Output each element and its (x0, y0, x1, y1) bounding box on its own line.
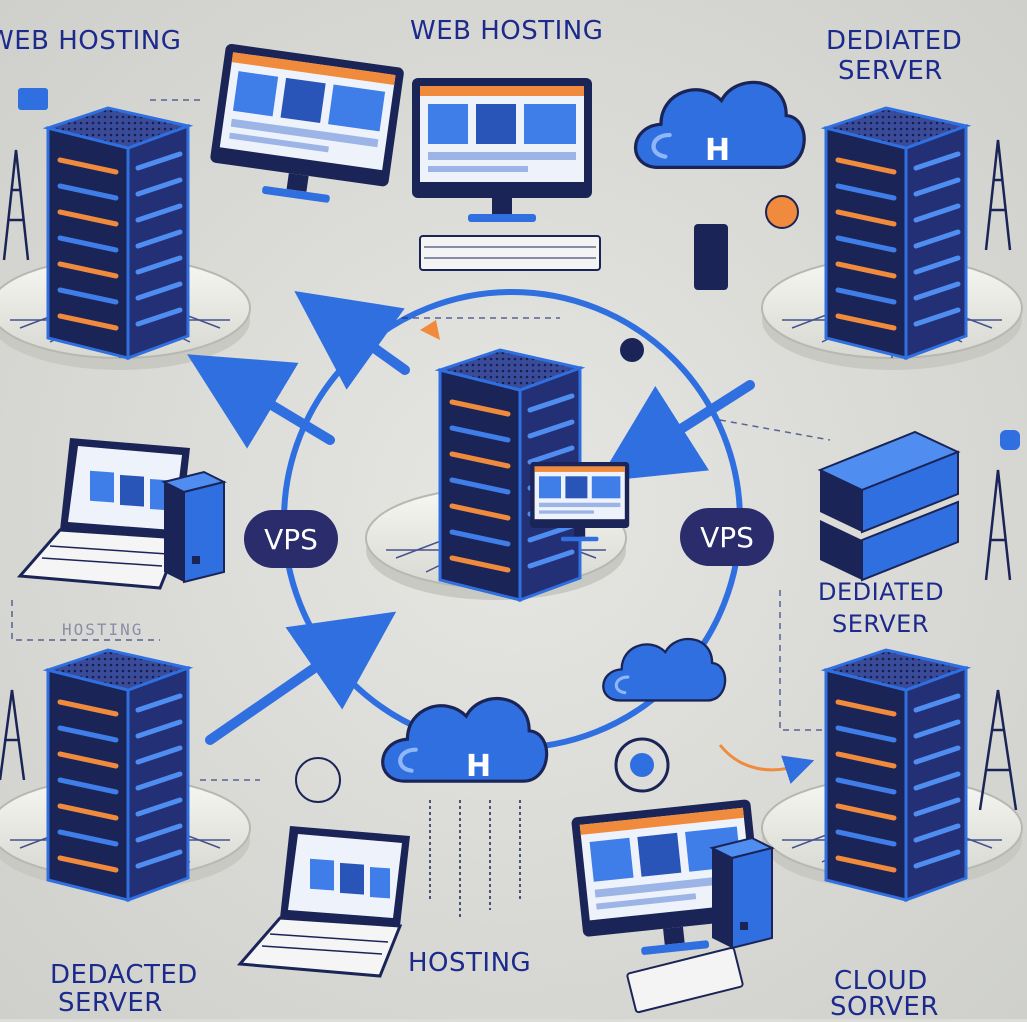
label-web-hosting-center: WEB HOSTING (410, 16, 604, 46)
server-bottom-right (826, 650, 966, 900)
server-bottom-left (48, 650, 188, 900)
cloud-drops (429, 800, 521, 920)
label-dedacted-server-line2: SERVER (58, 988, 163, 1018)
keyboard-bottom-right (626, 946, 744, 1014)
tower-left (163, 471, 225, 583)
decorative-glyphs (18, 88, 1020, 803)
label-hosting-bottom: HOSTING (408, 948, 532, 978)
stacked-drives (817, 430, 961, 582)
label-web-hosting-left: WEB HOSTING (0, 26, 182, 56)
server-top-right (826, 108, 966, 358)
antenna-towers (0, 139, 1018, 811)
keyboard-top-center (419, 235, 601, 271)
label-dediated-server-mid-line2: SERVER (832, 610, 930, 638)
flow-arrows (187, 290, 755, 745)
label-cloud-server-line2: SORVER (830, 992, 939, 1022)
vps-badge-right: VPS (680, 508, 774, 566)
cloud-letter-top: H (705, 133, 731, 168)
label-dediated-server-mid-line1: DEDIATED (818, 578, 945, 606)
label-dedacted-server-line1: DEDACTED (50, 960, 198, 990)
server-top-left (48, 108, 188, 358)
label-dediated-server-top-line1: DEDIATED (826, 26, 963, 56)
tower-bottom-right (711, 837, 773, 949)
connector-lines (11, 99, 831, 781)
cloud-letter-bottom: H (466, 749, 492, 784)
label-dediated-server-top-line2: SERVER (838, 56, 943, 86)
label-cloud-server-line1: CLOUD (834, 966, 928, 996)
label-faint-hosting: HOSTING (62, 620, 144, 639)
vps-badge-left: VPS (244, 510, 338, 568)
